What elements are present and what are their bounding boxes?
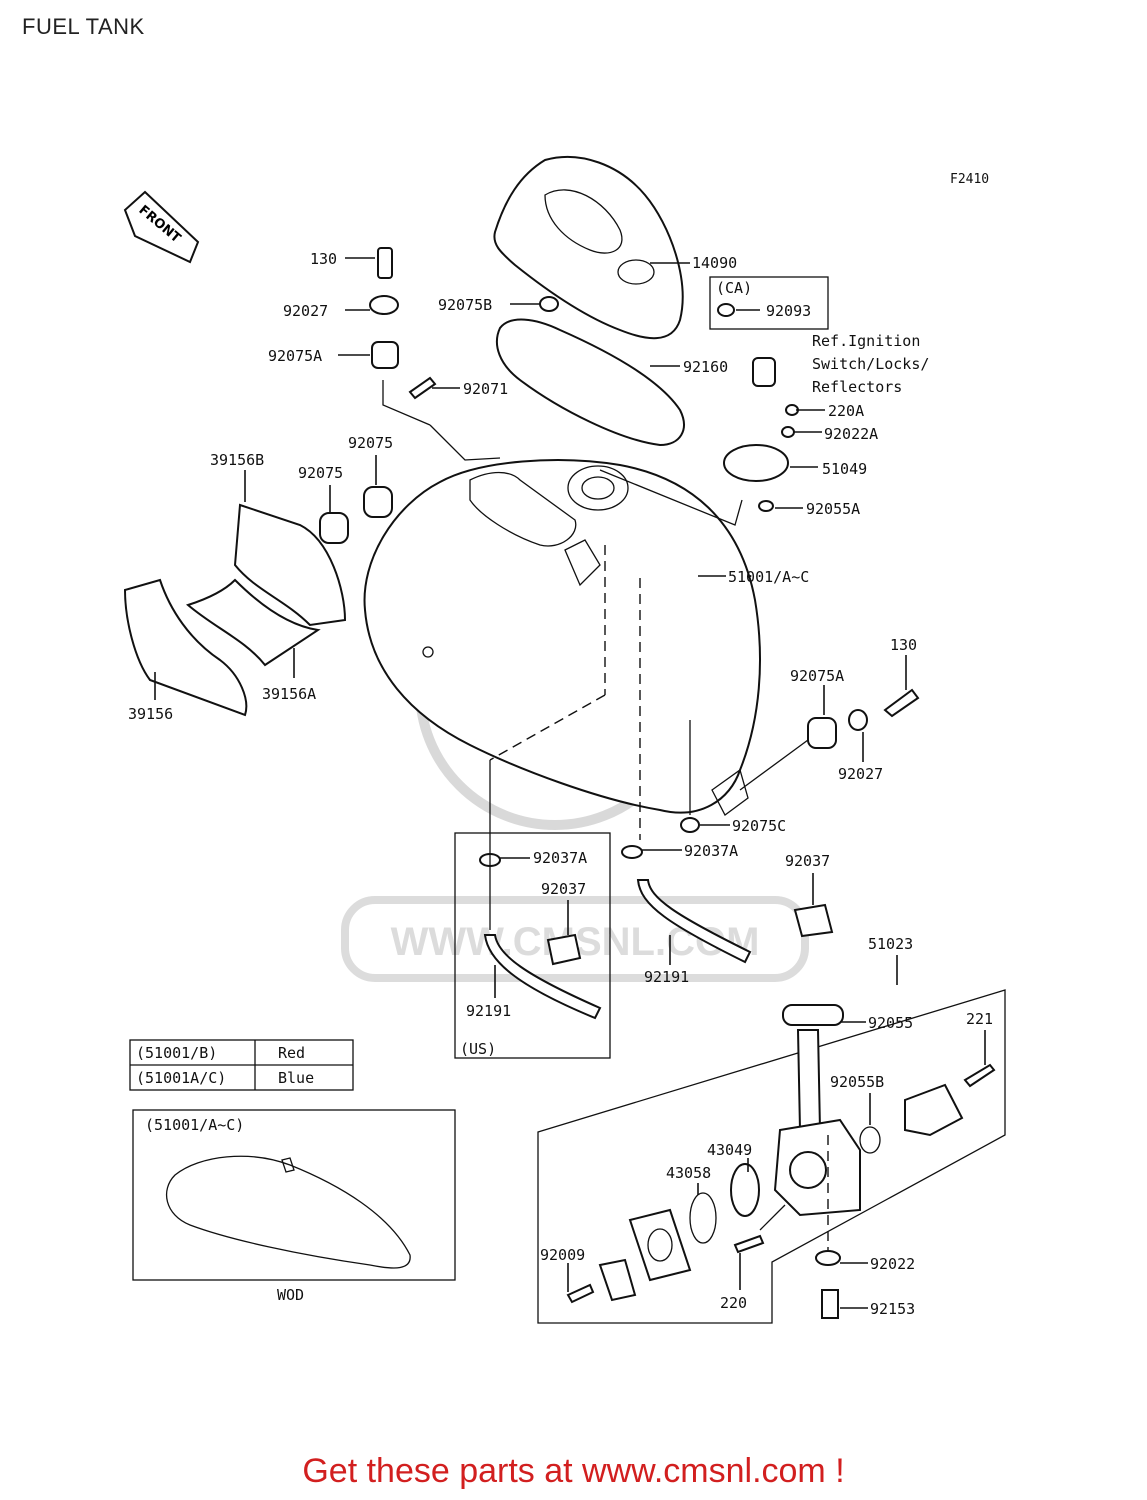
callout-92075c: 92075C — [732, 817, 786, 835]
callout-51049: 51049 — [822, 460, 867, 478]
callout-92075a-top: 92075A — [268, 347, 322, 365]
fuel-tank — [363, 459, 761, 816]
inset-caption: WOD — [277, 1286, 304, 1304]
callout-92071: 92071 — [463, 380, 508, 398]
callout-92075b: 92075B — [438, 296, 492, 314]
callout-43058: 43058 — [666, 1164, 711, 1182]
callout-92022: 92022 — [870, 1255, 915, 1273]
callout-92191: 92191 — [644, 968, 689, 986]
callout-220: 220 — [720, 1294, 747, 1312]
color-table: (51001/B) Red (51001A/C) Blue — [129, 1039, 354, 1091]
callout-92027-right: 92027 — [838, 765, 883, 783]
callout-220a: 220A — [828, 402, 864, 420]
callout-92075-right: 92075 — [348, 434, 393, 452]
callout-92055a: 92055A — [806, 500, 860, 518]
callout-39156a: 39156A — [262, 685, 316, 703]
callout-51001: 51001/A~C — [728, 568, 809, 586]
callout-43049: 43049 — [707, 1141, 752, 1159]
callout-92022a: 92022A — [824, 425, 878, 443]
callout-92075-left: 92075 — [298, 464, 343, 482]
hardware-parts — [319, 247, 920, 833]
callout-92055: 92055 — [868, 1014, 913, 1032]
callout-14090: 14090 — [692, 254, 737, 272]
figure-code: F2410 — [950, 172, 990, 187]
page-title: FUEL TANK — [22, 14, 145, 39]
callout-92009: 92009 — [540, 1246, 585, 1264]
ref-note-3: Reflectors — [812, 378, 902, 396]
callout-92037-us: 92037 — [541, 880, 586, 898]
table-color-1: Red — [278, 1044, 305, 1062]
callout-92037a: 92037A — [684, 842, 738, 860]
callout-92027-top: 92027 — [283, 302, 328, 320]
callout-130-right: 130 — [890, 636, 917, 654]
instrument-cover — [493, 155, 684, 340]
callout-92093: 92093 — [766, 302, 811, 320]
exploded-parts-diagram: WWW.CMSNL.COM FRONT — [123, 155, 1006, 1324]
table-model-2: (51001A/C) — [136, 1069, 226, 1087]
inset-label: (51001/A~C) — [145, 1116, 244, 1134]
side-cover-39156b — [233, 503, 347, 627]
callout-92055b: 92055B — [830, 1073, 884, 1091]
callout-labels: 130 92027 92075A 92075B 14090 92160 9207… — [128, 250, 993, 1318]
ref-note-1: Ref.Ignition — [812, 332, 920, 350]
promo-footer-link[interactable]: Get these parts at www.cmsnl.com ! — [302, 1452, 845, 1490]
ca-box — [709, 276, 829, 330]
callout-92037a-us: 92037A — [533, 849, 587, 867]
front-arrow: FRONT — [123, 190, 200, 264]
callout-221: 221 — [966, 1010, 993, 1028]
callout-92153: 92153 — [870, 1300, 915, 1318]
table-color-2: Blue — [278, 1069, 314, 1087]
callout-130-top: 130 — [310, 250, 337, 268]
leader-lines — [154, 257, 986, 1309]
callout-92191-us: 92191 — [466, 1002, 511, 1020]
table-model-1: (51001/B) — [136, 1044, 217, 1062]
ref-note-2: Switch/Locks/ — [812, 355, 929, 373]
callout-39156: 39156 — [128, 705, 173, 723]
callout-92160: 92160 — [683, 358, 728, 376]
side-cover-39156a — [185, 578, 321, 667]
callout-39156b: 39156B — [210, 451, 264, 469]
gasket-92160 — [495, 318, 685, 447]
ca-label: (CA) — [716, 279, 752, 297]
hoses-clamps — [479, 845, 834, 1020]
us-box — [454, 832, 611, 1059]
callout-92075a-right: 92075A — [790, 667, 844, 685]
fuel-cock-box — [537, 989, 1006, 1324]
callout-51023: 51023 — [868, 935, 913, 953]
fuel-cock-parts — [566, 1004, 996, 1319]
us-label: (US) — [460, 1040, 496, 1058]
inset-box: (51001/A~C) WOD — [132, 1109, 456, 1304]
callout-92037: 92037 — [785, 852, 830, 870]
